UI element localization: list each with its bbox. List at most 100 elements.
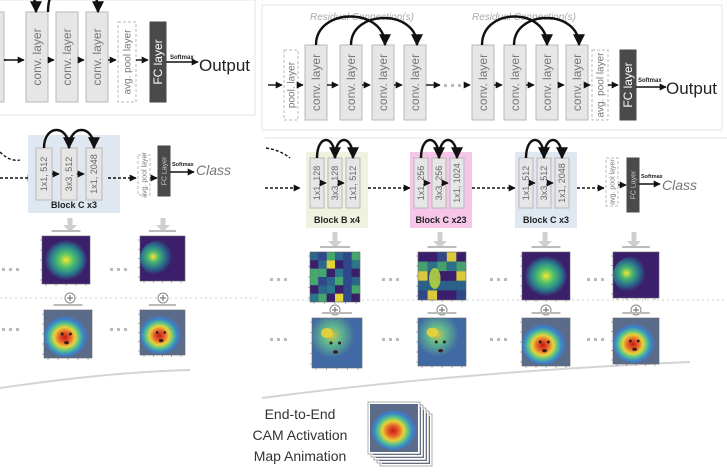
mr-fc-label: FC Layer [630,170,637,199]
mr-ellipsis-7 [490,338,507,341]
dot [284,278,287,281]
mr-block-b-layer-2-label: 1x1, 512 [348,166,358,201]
tl-conv-3-label: conv. layer [90,28,104,85]
activation-map [611,246,660,300]
dot [396,278,399,281]
map-cell [318,260,327,269]
tr-arc-2 [349,16,423,47]
mr-block-c3-layer-0: 1x1, 512 [518,157,534,209]
map-caption-bar [531,246,561,248]
dot [124,268,127,271]
map-cell [456,280,466,291]
plus-circle-icon [157,292,169,304]
tr-conv-b0-label: conv. layer [476,54,490,111]
map-cell [310,268,319,277]
tr-conv-a3-label: conv. layer [408,54,422,111]
map-cell [446,271,457,281]
map-cell [343,268,352,277]
cam-overlay [42,304,93,360]
map-cell [326,260,335,269]
frame-heat [372,410,416,450]
gray-arrow-mr-2-head [433,241,447,248]
dot [124,328,127,331]
dot [270,278,273,281]
map-caption-bar [622,246,650,248]
map-caption-bar [53,304,83,306]
face-eye [155,331,159,334]
map-cell [310,285,319,294]
map-cell [351,268,360,277]
animation-frame [367,401,421,455]
map-glow [613,256,652,294]
ml-avg-pool-label: avg. pool layer [141,152,148,198]
mr-ellipsis-6 [382,338,399,341]
ml-ellipsis-4 [110,328,127,331]
ml-block-c3-layer-2: 1x1, 2048 [85,147,103,201]
ml-block-c3-title: Block C x3 [51,200,97,210]
map-cell [310,293,319,302]
map-cell [446,290,457,300]
map-caption-bar [149,230,176,232]
face-eye [434,340,438,344]
dot [117,268,120,271]
right-bottom-swoosh [261,361,691,399]
tr-conv-a0: conv. layer [304,44,328,121]
face-eye [68,332,72,336]
mr-block-b-title: Block B x4 [314,215,360,225]
map-cell [335,268,344,277]
ml-ellipsis-2 [110,268,127,271]
map-cell [427,290,438,300]
dot [382,278,385,281]
face-nose [542,348,547,353]
tl-conv-2-label: conv. layer [60,28,74,85]
mr-block-c3-title: Block C x3 [523,215,569,225]
overlay-heat [522,324,566,365]
face-nose [64,340,69,345]
overlay-hot [321,328,333,338]
map-cell [310,277,319,286]
top-right-frame [261,4,723,131]
face-eye [538,340,542,344]
tr-conv-a0-label: conv. layer [309,54,323,111]
cam-overlay [416,312,467,368]
map-cell [351,293,360,302]
map-caption-bar [51,230,81,232]
tr-conv-b3: conv. layer [565,44,589,121]
tr-conv-b1-label: conv. layer [508,54,522,111]
mr-block-c3-layer-0-label: 1x1, 512 [521,166,531,201]
map-cell [427,252,438,262]
dot [497,278,500,281]
ml-fc-box [157,145,171,197]
tr-arc-3 [480,15,553,47]
map-cell [446,280,457,291]
tr-conv-b0: conv. layer [471,44,495,121]
mr-fc: FC Layer [626,157,640,213]
map-cell [343,285,352,294]
map-glow [44,239,88,281]
map-cell [351,277,360,286]
ml-ellipsis-3 [2,328,19,331]
map-caption-bar [531,312,561,314]
cam-overlay [138,304,186,357]
diagram-content: conv. layer conv. layer conv. layer conv. l… [0,0,717,467]
left-bottom-swoosh [0,369,191,389]
tr-fc-label: FC layer [621,62,635,107]
background-lines [0,0,727,399]
mr-block-c23-arc-2 [437,139,463,160]
cam-overlay [611,312,660,366]
face-nose [632,347,637,351]
anim-line-3: Map Animation [254,448,347,464]
tr-arc-4 [512,16,585,47]
dot [504,338,507,341]
dot [277,338,280,341]
mr-class: Class [662,177,697,193]
tr-conv-b2-label: conv. layer [540,54,554,111]
dot [389,338,392,341]
tl-conv-1-label: conv. layer [30,28,44,85]
dot [270,338,273,341]
ml-block-c3-layer-0-label: 1x1, 512 [39,157,49,192]
dot [2,328,5,331]
mr-block-b-layer-1: 3x3, 128 [327,157,343,209]
map-cell [343,252,352,261]
